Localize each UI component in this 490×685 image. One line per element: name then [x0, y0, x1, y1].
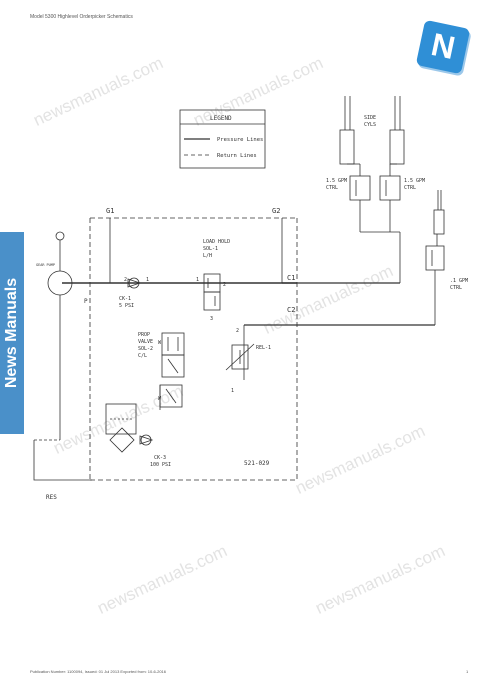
port-label: 3	[210, 316, 213, 322]
label-c1: C1	[287, 274, 295, 282]
label-gpm-right: CTRL	[404, 185, 416, 191]
check-valve-ck1	[127, 277, 142, 289]
port-label: 2	[223, 282, 226, 288]
port-label: 1	[196, 277, 199, 283]
label-ck1: 5 PSI	[119, 303, 134, 309]
label-part-no: 521-029	[244, 460, 270, 467]
port-label: W	[158, 340, 162, 346]
label-gear-pump: GEAR PUMP	[36, 263, 55, 267]
label-ck3: CK-3	[154, 455, 166, 461]
port-label: 1	[231, 388, 234, 394]
label-gpm-left: CTRL	[326, 185, 338, 191]
label-prop: VALVE	[138, 339, 153, 345]
label-load-hold: L/H	[203, 253, 212, 259]
page-number: 1	[466, 669, 469, 674]
label-prop: SOL-2	[138, 346, 153, 352]
label-side-cyls: SIDE	[364, 115, 376, 121]
filter	[105, 403, 154, 453]
load-hold-valve	[203, 273, 221, 311]
label-gpm-left: 1.5 GPM	[326, 178, 347, 184]
label-gpm-right: 1.5 GPM	[404, 178, 425, 184]
page-header: Model 5300 Highlevel Orderpicker Schemat…	[30, 14, 133, 20]
prop-valve	[159, 332, 185, 410]
relief-valve	[225, 343, 255, 371]
label-prop: C/L	[138, 353, 147, 359]
label-g1: G1	[106, 207, 114, 215]
legend-pressure: Pressure Lines	[217, 137, 263, 143]
label-load-hold: LOAD HOLD	[203, 239, 230, 245]
page-footer: Publication Number: 1100094, Issued: 01 …	[30, 669, 167, 674]
label-prop: PROP	[138, 332, 150, 338]
legend-box: LEGEND Pressure Lines Return Lines	[179, 109, 266, 169]
label-res: RES	[46, 494, 57, 501]
port-label: 2	[124, 277, 127, 283]
gear-pump	[33, 231, 92, 481]
far-cylinder	[425, 190, 445, 271]
label-load-hold: SOL-1	[203, 246, 218, 252]
main-lines	[62, 200, 436, 481]
label-c2: C2	[287, 306, 295, 314]
label-gpm-far: CTRL	[450, 285, 462, 291]
legend-return: Return Lines	[217, 153, 257, 159]
label-p: P	[84, 298, 88, 305]
label-gpm-far: .1 GPM	[450, 278, 468, 284]
side-banner-text: News Manuals	[3, 277, 20, 389]
label-side-cyls: CYLS	[364, 122, 376, 128]
schematic-labels: G1 G2 C1 C2 P RES GEAR PUMP SIDE CYLS CK…	[36, 115, 468, 501]
side-banner	[0, 232, 24, 434]
port-label: 2	[236, 328, 239, 334]
label-g2: G2	[272, 207, 280, 215]
label-ck1: CK-1	[119, 296, 131, 302]
label-ck3: 100 PSI	[150, 462, 171, 468]
port-label: 1	[146, 277, 149, 283]
port-label: W	[158, 396, 162, 402]
side-cylinders	[339, 96, 405, 201]
label-rel1: REL-1	[256, 345, 271, 351]
legend-title: LEGEND	[210, 115, 232, 122]
